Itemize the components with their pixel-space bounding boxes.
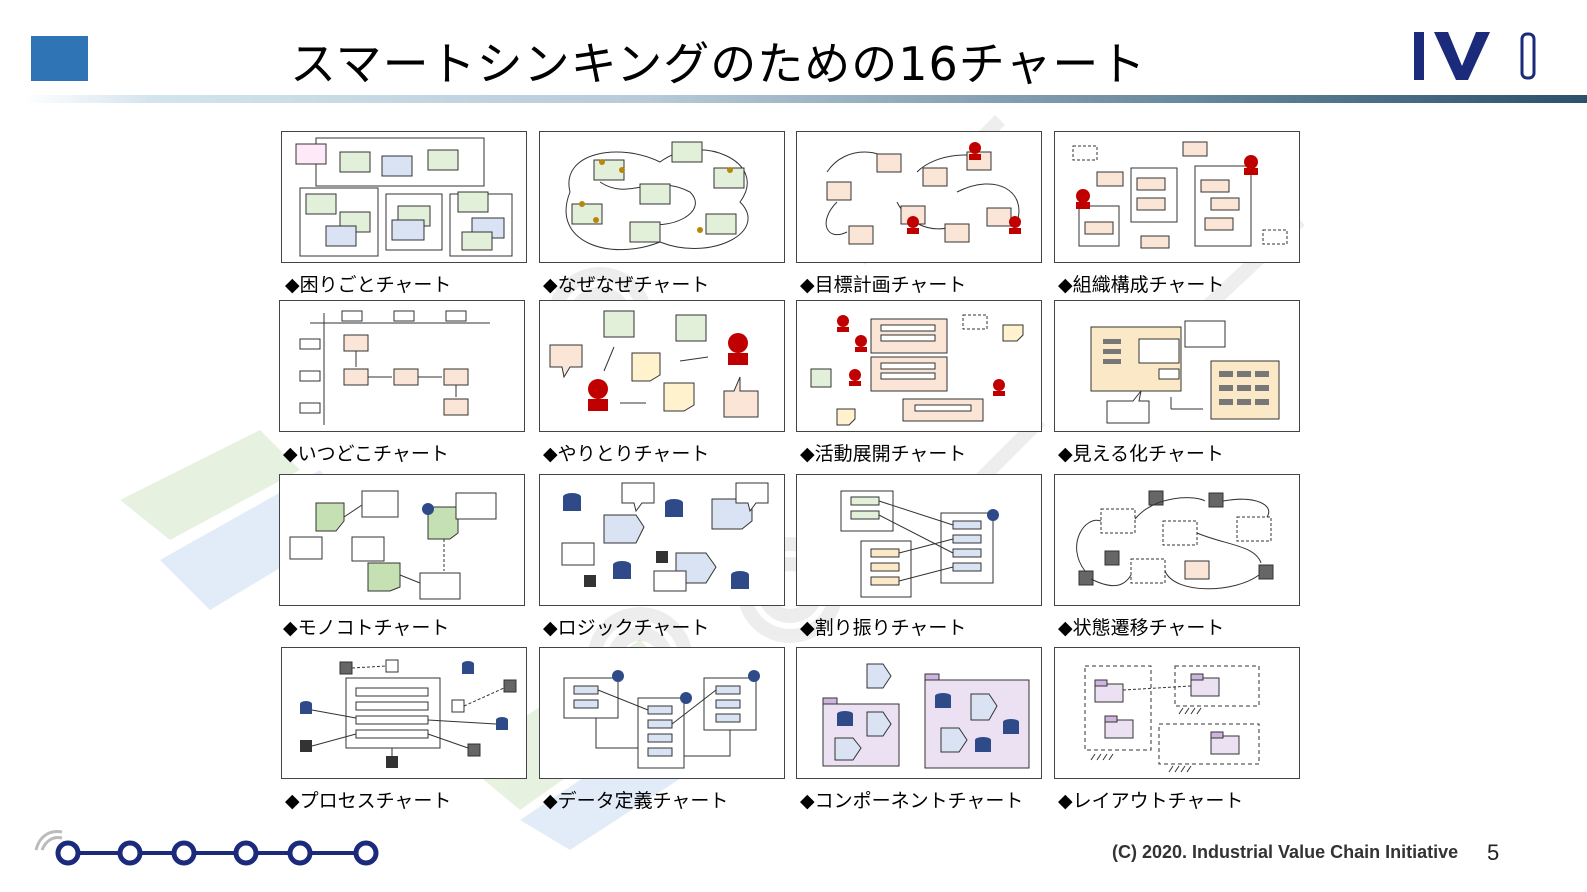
chart-caption: ◆活動展開チャート xyxy=(800,443,967,465)
chart-item[interactable]: ◆状態遷移チャート xyxy=(1054,474,1304,639)
title-divider xyxy=(24,95,1587,103)
chart-caption: ◆やりとりチャート xyxy=(543,443,710,465)
chart-thumbnail-allocation xyxy=(796,474,1042,606)
page-number: 5 xyxy=(1487,840,1500,865)
chart-caption: ◆見える化チャート xyxy=(1058,443,1224,465)
chart-item[interactable]: ◆いつどこチャート xyxy=(279,300,529,465)
chart-thumbnail-logic xyxy=(539,474,785,606)
chart-item[interactable]: ◆ロジックチャート xyxy=(539,474,789,639)
chart-item[interactable]: ◆活動展開チャート xyxy=(796,300,1046,465)
chart-item[interactable]: ◆困りごとチャート xyxy=(281,131,531,296)
copyright-text: (C) 2020. Industrial Value Chain Initiat… xyxy=(1112,842,1459,862)
chart-item[interactable]: ◆なぜなぜチャート xyxy=(539,131,789,296)
chart-thumbnail-component xyxy=(796,647,1042,779)
chart-item[interactable]: ◆コンポーネントチャート xyxy=(796,647,1046,812)
chart-thumbnail-activity xyxy=(796,300,1042,432)
chart-caption: ◆目標計画チャート xyxy=(800,274,967,296)
chart-thumbnail-layout xyxy=(1054,647,1300,779)
chart-item[interactable]: ◆目標計画チャート xyxy=(796,131,1046,296)
slide-title: スマートシンキングのための16チャート xyxy=(290,37,1147,91)
chart-item[interactable]: ◆プロセスチャート xyxy=(281,647,531,812)
chart-item[interactable]: ◆モノコトチャート xyxy=(279,474,529,639)
chart-thumbnail-process xyxy=(281,647,527,779)
chart-caption: ◆割り振りチャート xyxy=(800,617,967,639)
chart-item[interactable]: ◆やりとりチャート xyxy=(539,300,789,465)
chart-thumbnail-why-why xyxy=(539,131,785,263)
chart-thumbnail-when-where xyxy=(279,300,525,432)
chart-caption: ◆プロセスチャート xyxy=(285,790,452,812)
chart-caption: ◆データ定義チャート xyxy=(543,790,729,812)
chart-item[interactable]: ◆レイアウトチャート xyxy=(1054,647,1304,812)
chart-caption: ◆モノコトチャート xyxy=(283,617,450,639)
chart-item[interactable]: ◆組織構成チャート xyxy=(1054,131,1304,296)
chart-thumbnail-organization xyxy=(1054,131,1300,263)
chart-caption: ◆ロジックチャート xyxy=(543,617,710,639)
chart-caption: ◆状態遷移チャート xyxy=(1058,617,1225,639)
chart-thumbnail-data-definition xyxy=(539,647,785,779)
chart-caption: ◆なぜなぜチャート xyxy=(543,274,710,296)
chart-thumbnail-visualize xyxy=(1054,300,1300,432)
chart-caption: ◆組織構成チャート xyxy=(1058,274,1225,296)
chart-item[interactable]: ◆見える化チャート xyxy=(1054,300,1304,465)
ivi-logo xyxy=(1414,32,1536,80)
title-accent-square xyxy=(31,36,88,81)
chart-caption: ◆コンポーネントチャート xyxy=(800,790,1024,812)
chart-item[interactable]: ◆割り振りチャート xyxy=(796,474,1046,639)
chart-thumbnail-state-transition xyxy=(1054,474,1300,606)
chart-thumbnail-goal-plan xyxy=(796,131,1042,263)
chart-item[interactable]: ◆データ定義チャート xyxy=(539,647,789,812)
chart-caption: ◆レイアウトチャート xyxy=(1058,790,1244,812)
chart-caption: ◆困りごとチャート xyxy=(285,274,452,296)
chart-caption: ◆いつどこチャート xyxy=(283,443,449,465)
chain-logo xyxy=(34,830,379,866)
chart-thumbnail-trouble xyxy=(281,131,527,263)
chart-thumbnail-exchange xyxy=(539,300,785,432)
chart-thumbnail-mono-koto xyxy=(279,474,525,606)
